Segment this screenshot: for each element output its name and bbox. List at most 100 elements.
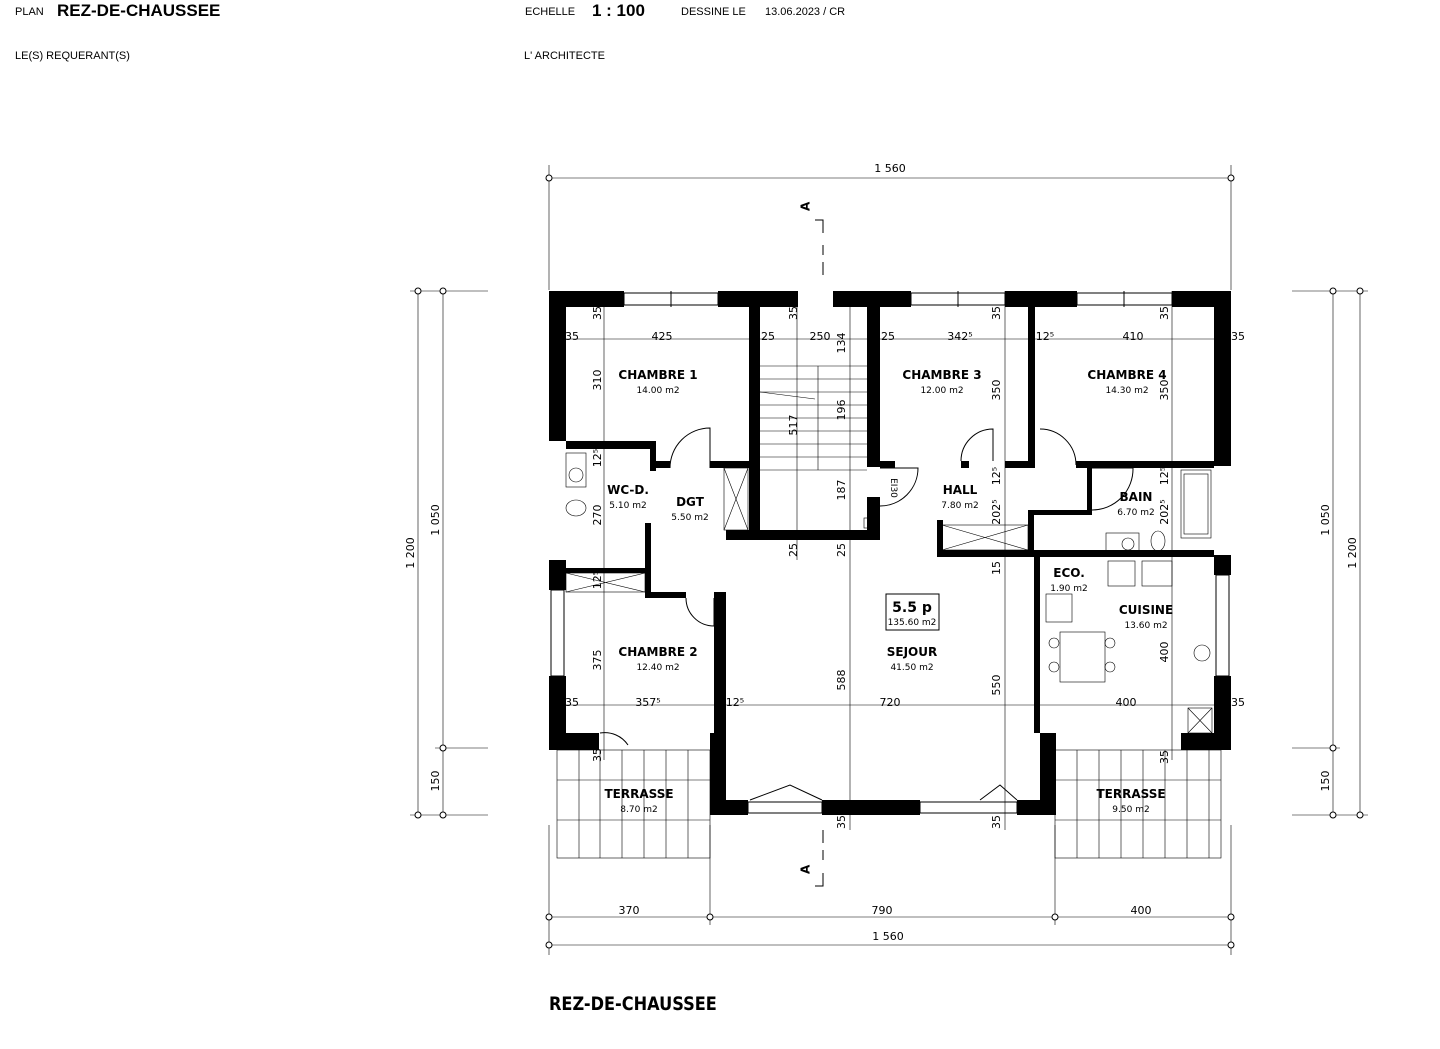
room-name: CUISINE [1119,603,1173,617]
dimension-label: 375 [591,650,604,671]
dimension-label: 202⁵ [990,499,1003,524]
dimension-label: 25 [835,543,848,557]
dimension-label: 588 [835,670,848,691]
room-name: TERRASSE [604,787,673,801]
summary-area: 135.60 m2 [888,618,937,628]
dimension-label: 720 [880,696,901,709]
dimension-label: 202⁵ [1158,499,1171,524]
dimension-label: 12⁵ [726,696,744,709]
room-area: 1.90 m2 [1050,584,1087,594]
plan-label: PLAN [15,6,44,18]
walls [549,291,1231,815]
section-marker-bottom: A [798,864,812,874]
dimension-label: 400 [1116,696,1137,709]
dimension-label: 25 [787,543,800,557]
room-area: 5.50 m2 [671,513,708,523]
dimension-label: 12⁵ [1158,467,1171,485]
plan-name: REZ-DE-CHAUSSEE [57,1,221,20]
scale-value: 1 : 100 [592,1,645,20]
plan-caption: REZ-DE-CHAUSSEE [549,993,717,1015]
dimension-label: 187 [835,480,848,501]
room-name: TERRASSE [1096,787,1165,801]
dimension-label: 400 [1158,642,1171,663]
room-area: 9.50 m2 [1112,805,1149,815]
room-name: CHAMBRE 4 [1087,368,1166,382]
dimension-label: 270 [591,505,604,526]
dimension-label: 35 [787,306,800,320]
dimension-label: 517 [787,415,800,436]
dimension-label: 1 200 [404,537,417,569]
summary-box: 5.5 p 135.60 m2 [885,593,940,631]
dimension-label: 25 [761,330,775,343]
dimension-label: 425 [652,330,673,343]
room-area: 5.10 m2 [609,501,646,511]
room-name: DGT [676,495,705,509]
dimension-label: 1 560 [872,930,904,943]
room-labels: CHAMBRE 1 14.00 m2 WC-D. 5.10 m2 DGT 5.50 m2 C… [604,368,1173,815]
dimension-label: 410 [1123,330,1144,343]
room-name: CHAMBRE 1 [618,368,697,382]
dimension-label: 35 [591,748,604,762]
room-name: WC-D. [607,483,649,497]
room-area: 8.70 m2 [620,805,657,815]
dimension-label: 12⁵ [591,571,604,589]
dimension-label: 370 [619,904,640,917]
section-marker-top: A [798,201,812,211]
dimension-label: 1 050 [1319,504,1332,536]
drawn-label: DESSINE LE [681,6,746,18]
room-area: 7.80 m2 [941,501,978,511]
architect-label: L' ARCHITECTE [524,50,605,62]
dimension-label: 35 [1158,750,1171,764]
room-name: BAIN [1120,490,1153,504]
dimension-label: 134 [835,333,848,354]
dimension-label: 350 [1158,380,1171,401]
dimension-label: 1 050 [429,504,442,536]
dimension-label: 1 200 [1346,537,1359,569]
dimension-label: 35 [990,306,1003,320]
dimension-label: 150 [1319,771,1332,792]
dimension-label: 550 [990,675,1003,696]
dimension-label: 35 [835,815,848,829]
dimension-label: 1 560 [874,162,906,175]
dimension-label: 12⁵ [1036,330,1054,343]
dimension-label: 400 [1131,904,1152,917]
dimension-label: 250 [810,330,831,343]
dimension-label: 35 [1158,306,1171,320]
dimension-label: 12⁵ [990,467,1003,485]
dimension-label: 35 [1231,696,1245,709]
fixtures [565,452,1213,734]
dimension-label: 35 [565,330,579,343]
room-area: 13.60 m2 [1124,621,1167,631]
room-name: CHAMBRE 3 [902,368,981,382]
room-area: 12.00 m2 [920,386,963,396]
room-area: 12.40 m2 [636,663,679,673]
dimension-label: 12⁵ [591,449,604,467]
dimension-lines [410,165,1368,955]
room-name: ECO. [1053,566,1085,580]
stairs [759,365,875,529]
dimension-label: 342⁵ [947,330,972,343]
room-name: HALL [943,483,978,497]
dimension-label: 35 [1231,330,1245,343]
room-area: 41.50 m2 [890,663,933,673]
section-markers: A A [798,201,824,887]
room-name: CHAMBRE 2 [618,645,697,659]
dimension-label: 357⁵ [635,696,660,709]
scale-label: ECHELLE [525,6,576,18]
dimension-label: 35 [990,815,1003,829]
room-area: 6.70 m2 [1117,508,1154,518]
summary-rooms: 5.5 p [892,600,932,616]
dimension-label: 15 [990,561,1003,575]
dimension-label: 35 [591,306,604,320]
doors [599,427,1134,801]
dimension-label: 25 [881,330,895,343]
windows [550,291,1230,814]
dimension-label: 350 [990,380,1003,401]
dimension-labels: 35 425 25 250 25 342⁵ 12⁵ 410 35 35 310 12⁵ 270 12⁵ 37… [404,162,1359,943]
drawn-value: 13.06.2023 / CR [765,6,846,18]
dimension-label: 196 [835,400,848,421]
dimension-label: 310 [591,370,604,391]
room-area: 14.00 m2 [636,386,679,396]
dimension-label: 35 [565,696,579,709]
